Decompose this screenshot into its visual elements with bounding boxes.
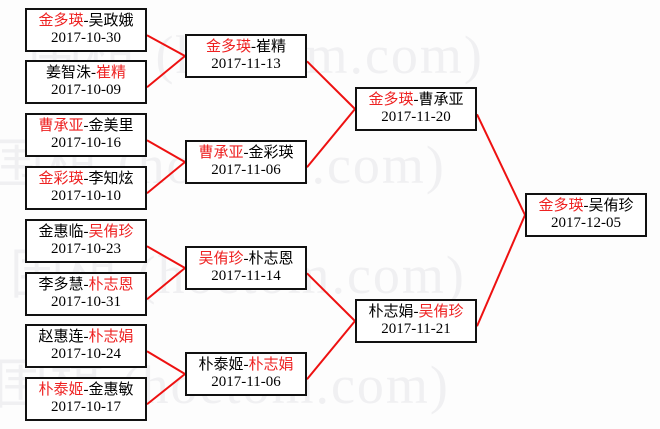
player-right: 吴侑珍 xyxy=(418,304,464,320)
match-date: 2017-12-05 xyxy=(551,214,621,231)
player-right: 朴志恩 xyxy=(248,251,294,267)
player-separator: - xyxy=(413,92,419,108)
match-date: 2017-10-16 xyxy=(51,134,121,151)
player-separator: - xyxy=(83,171,89,187)
match-date: 2017-11-06 xyxy=(211,373,281,390)
match-box[interactable]: 曹承亚-金美里 2017-10-16 xyxy=(25,113,147,157)
player-right: 吴侑珍 xyxy=(588,198,634,214)
match-box[interactable]: 金多瑛-曹承亚 2017-11-20 xyxy=(355,87,477,131)
player-left: 金多瑛 xyxy=(538,198,584,214)
player-separator: - xyxy=(83,277,89,293)
match-players: 姜智洙-崔精 xyxy=(27,65,145,82)
player-right: 朴志娟 xyxy=(88,329,134,345)
match-box[interactable]: 金惠临-吴侑珍 2017-10-23 xyxy=(25,219,147,263)
match-box[interactable]: 金多瑛-吴政娥 2017-10-30 xyxy=(25,8,147,52)
match-players: 曹承亚-金彩瑛 xyxy=(187,145,305,162)
player-right: 吴侑珍 xyxy=(88,224,134,240)
player-right: 朴志恩 xyxy=(88,277,134,293)
player-separator: - xyxy=(243,251,249,267)
match-box[interactable]: 金彩瑛-李知炫 2017-10-10 xyxy=(25,166,147,210)
player-right: 朴志娟 xyxy=(248,357,294,373)
match-players: 赵惠连-朴志娟 xyxy=(27,329,145,346)
player-right: 李知炫 xyxy=(88,171,134,187)
player-separator: - xyxy=(583,198,589,214)
player-separator: - xyxy=(243,145,249,161)
match-date: 2017-10-09 xyxy=(51,81,121,98)
match-box[interactable]: 曹承亚-金彩瑛 2017-11-06 xyxy=(185,140,307,184)
player-left: 朴泰姬 xyxy=(38,382,84,398)
player-left: 金多瑛 xyxy=(205,39,251,55)
match-box[interactable]: 吴侑珍-朴志恩 2017-11-14 xyxy=(185,246,307,290)
player-left: 姜智洙 xyxy=(45,65,91,81)
player-right: 金美里 xyxy=(88,118,134,134)
match-date: 2017-10-31 xyxy=(51,293,121,310)
player-separator: - xyxy=(251,39,256,55)
match-box[interactable]: 朴泰姬-朴志娟 2017-11-06 xyxy=(185,352,307,396)
match-date: 2017-11-14 xyxy=(211,267,281,284)
player-left: 朴泰姬 xyxy=(198,357,244,373)
player-separator: - xyxy=(83,329,89,345)
match-players: 曹承亚-金美里 xyxy=(27,118,145,135)
match-box[interactable]: 李多慧-朴志恩 2017-10-31 xyxy=(25,272,147,316)
match-players: 金彩瑛-李知炫 xyxy=(27,171,145,188)
match-date: 2017-10-10 xyxy=(51,187,121,204)
player-separator: - xyxy=(243,357,249,373)
player-separator: - xyxy=(91,65,96,81)
match-players: 李多慧-朴志恩 xyxy=(27,277,145,294)
player-left: 金多瑛 xyxy=(368,92,414,108)
player-left: 金多瑛 xyxy=(38,13,84,29)
player-left: 吴侑珍 xyxy=(198,251,244,267)
player-right: 曹承亚 xyxy=(418,92,464,108)
player-left: 李多慧 xyxy=(38,277,84,293)
player-separator: - xyxy=(83,13,89,29)
match-date: 2017-11-21 xyxy=(381,320,451,337)
match-players: 金多瑛-崔精 xyxy=(187,39,305,56)
final-match-box[interactable]: 金多瑛-吴侑珍 2017-12-05 xyxy=(525,193,647,237)
match-date: 2017-10-23 xyxy=(51,240,121,257)
player-right: 崔精 xyxy=(96,65,127,81)
match-box[interactable]: 朴志娟-吴侑珍 2017-11-21 xyxy=(355,299,477,343)
player-separator: - xyxy=(83,224,89,240)
match-players: 金多瑛-吴政娥 xyxy=(27,13,145,30)
player-left: 金惠临 xyxy=(38,224,84,240)
match-box[interactable]: 姜智洙-崔精 2017-10-09 xyxy=(25,60,147,104)
match-players: 朴泰姬-金惠敏 xyxy=(27,382,145,399)
match-date: 2017-10-30 xyxy=(51,29,121,46)
match-date: 2017-10-17 xyxy=(51,398,121,415)
player-separator: - xyxy=(83,382,89,398)
match-players: 朴泰姬-朴志娟 xyxy=(187,357,305,374)
match-players: 朴志娟-吴侑珍 xyxy=(357,304,475,321)
player-left: 赵惠连 xyxy=(38,329,84,345)
match-box[interactable]: 金多瑛-崔精 2017-11-13 xyxy=(185,34,307,78)
match-date: 2017-11-13 xyxy=(211,55,281,72)
match-date: 2017-11-20 xyxy=(381,108,451,125)
match-box[interactable]: 赵惠连-朴志娟 2017-10-24 xyxy=(25,324,147,368)
match-players: 金惠临-吴侑珍 xyxy=(27,224,145,241)
player-left: 朴志娟 xyxy=(368,304,414,320)
player-right: 金惠敏 xyxy=(88,382,134,398)
player-separator: - xyxy=(413,304,419,320)
match-box[interactable]: 朴泰姬-金惠敏 2017-10-17 xyxy=(25,377,147,421)
player-left: 曹承亚 xyxy=(198,145,244,161)
match-date: 2017-11-06 xyxy=(211,161,281,178)
player-right: 崔精 xyxy=(256,39,287,55)
player-left: 曹承亚 xyxy=(38,118,84,134)
match-players: 金多瑛-吴侑珍 xyxy=(527,198,645,215)
match-date: 2017-10-24 xyxy=(51,345,121,362)
match-players: 吴侑珍-朴志恩 xyxy=(187,251,305,268)
player-separator: - xyxy=(83,118,89,134)
match-players: 金多瑛-曹承亚 xyxy=(357,92,475,109)
player-right: 吴政娥 xyxy=(88,13,134,29)
player-left: 金彩瑛 xyxy=(38,171,84,187)
player-right: 金彩瑛 xyxy=(248,145,294,161)
